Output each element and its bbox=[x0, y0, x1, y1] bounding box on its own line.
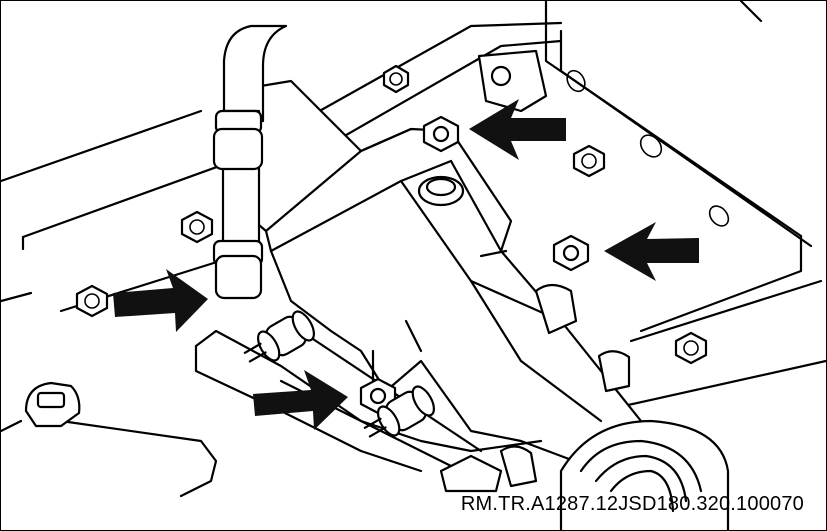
bolt-top bbox=[382, 64, 410, 94]
tube-assembly bbox=[212, 24, 288, 300]
hex-bolts bbox=[75, 64, 708, 415]
bolt-target-1 bbox=[422, 115, 460, 153]
drain-plug bbox=[24, 381, 81, 428]
bracket bbox=[477, 49, 548, 113]
housing-holes bbox=[566, 69, 730, 227]
bolt-target-2 bbox=[552, 234, 590, 272]
bolt-right-upper bbox=[572, 144, 606, 178]
housing-outline bbox=[1, 1, 826, 413]
bolt-right-lower bbox=[674, 331, 708, 365]
indicator-arrows bbox=[113, 99, 699, 430]
connector-upper bbox=[243, 310, 316, 363]
figure-caption: RM.TR.A1287.12JSD180.320.100070 bbox=[460, 493, 804, 515]
arrow-icon bbox=[604, 222, 699, 281]
arrow-icon bbox=[113, 269, 208, 332]
rubber-boot bbox=[439, 419, 730, 530]
connectors bbox=[243, 310, 436, 438]
bolt-left-lower bbox=[75, 284, 109, 318]
arrow-icon bbox=[253, 370, 348, 430]
connector-lower bbox=[363, 385, 436, 438]
arrow-icon bbox=[469, 99, 566, 160]
bolt-left-upper bbox=[180, 210, 214, 244]
